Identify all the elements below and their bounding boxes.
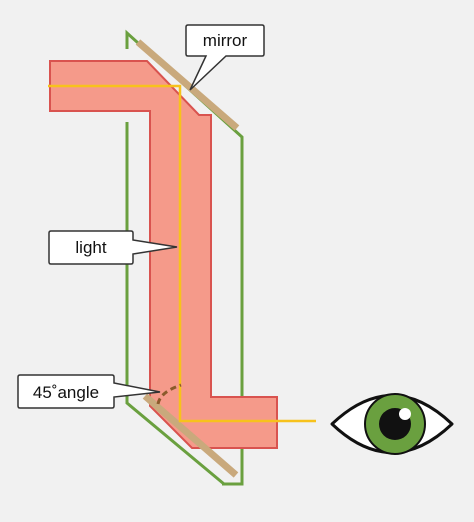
periscope-outline [125,29,244,486]
eye-icon [330,393,454,455]
periscope-outline-top [125,29,244,486]
callout-angle-bubble [17,374,161,409]
eye-highlight [399,408,411,420]
mirrors [135,39,240,478]
callout-mirror-bubble [185,24,265,91]
callout-light: light [48,230,178,265]
callout-light-label: light [75,238,106,257]
light-beam [49,60,278,449]
callout-mirror-label: mirror [203,31,248,50]
periscope-outline-bottom [125,122,225,486]
mirror-bottom [142,393,239,478]
callout-angle-label: 45˚angle [33,383,99,402]
mirror-top [135,39,240,131]
callout-angle: 45˚angle [17,374,161,409]
angle-marker [156,383,182,405]
light-beam-shape [49,60,278,449]
light-ray [48,84,316,423]
callout-mirror: mirror [185,24,265,91]
callout-light-bubble [48,230,178,265]
